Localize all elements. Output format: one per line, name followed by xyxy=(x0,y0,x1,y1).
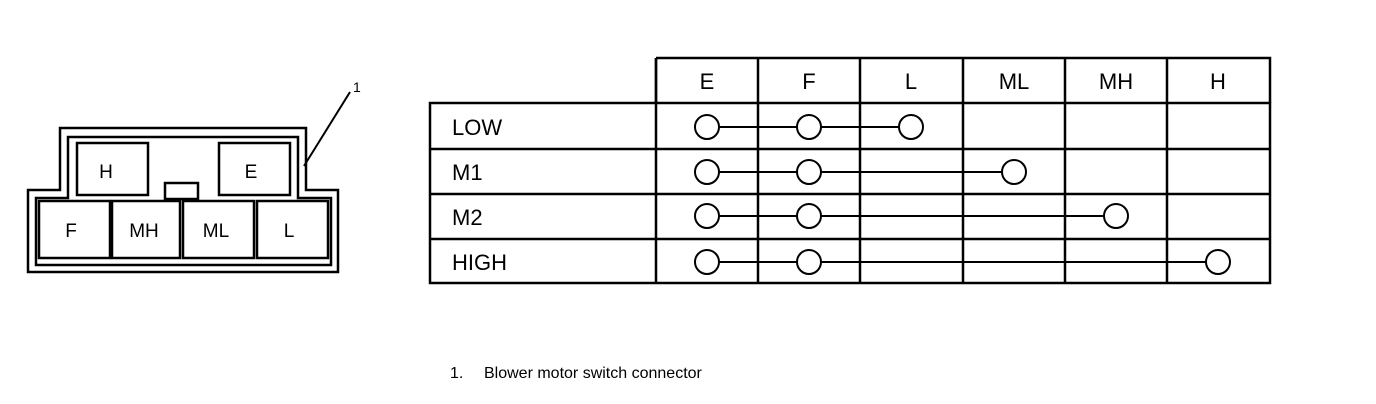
continuity-circle-low-l xyxy=(898,114,924,140)
terminal-label-mh: MH xyxy=(129,221,159,242)
continuity-circle-m1-e xyxy=(694,159,720,185)
terminal-label-e: E xyxy=(245,162,258,183)
column-header-l: L xyxy=(905,69,917,94)
continuity-circle-low-e xyxy=(694,114,720,140)
terminal-label-l: L xyxy=(284,221,295,242)
terminal-l xyxy=(255,199,330,260)
terminal-e xyxy=(217,141,292,197)
column-header-f: F xyxy=(802,69,815,94)
continuity-marks xyxy=(694,114,1231,275)
callout-leader-line xyxy=(303,91,351,167)
continuity-circle-high-e xyxy=(694,249,720,275)
column-header-mh: MH xyxy=(1099,69,1133,94)
column-header-h: H xyxy=(1210,69,1226,94)
connector-latch xyxy=(163,181,200,201)
continuity-circle-m2-f xyxy=(796,203,822,229)
continuity-circle-m2-mh xyxy=(1103,203,1129,229)
continuity-circle-m2-e xyxy=(694,203,720,229)
terminal-mh xyxy=(110,199,182,260)
terminal-f xyxy=(37,199,112,260)
row-label-m1: M1 xyxy=(452,160,483,185)
caption-number: 1. xyxy=(450,365,464,382)
terminal-label-f: F xyxy=(65,221,77,242)
continuity-circle-low-f xyxy=(796,114,822,140)
terminal-ml xyxy=(181,199,256,260)
continuity-table xyxy=(428,56,1272,285)
row-label-low: LOW xyxy=(452,115,502,140)
figure-caption: 1. Blower motor switch connector xyxy=(450,365,702,383)
continuity-circle-high-f xyxy=(796,249,822,275)
column-header-e: E xyxy=(700,69,715,94)
connector-housing-inner xyxy=(34,135,333,267)
callout-number: 1 xyxy=(353,79,361,95)
continuity-circle-high-h xyxy=(1205,249,1231,275)
terminal-label-h: H xyxy=(99,162,113,183)
row-label-high: HIGH xyxy=(452,250,507,275)
terminal-label-ml: ML xyxy=(203,221,229,242)
connector-terminals xyxy=(37,141,330,260)
caption-text: Blower motor switch connector xyxy=(484,365,702,382)
terminal-h xyxy=(75,141,150,197)
continuity-circle-m1-f xyxy=(796,159,822,185)
connector-housing-outer xyxy=(26,126,340,274)
column-header-ml: ML xyxy=(999,69,1030,94)
connector-drawing xyxy=(26,91,351,274)
row-label-m2: M2 xyxy=(452,205,483,230)
continuity-circle-m1-ml xyxy=(1001,159,1027,185)
